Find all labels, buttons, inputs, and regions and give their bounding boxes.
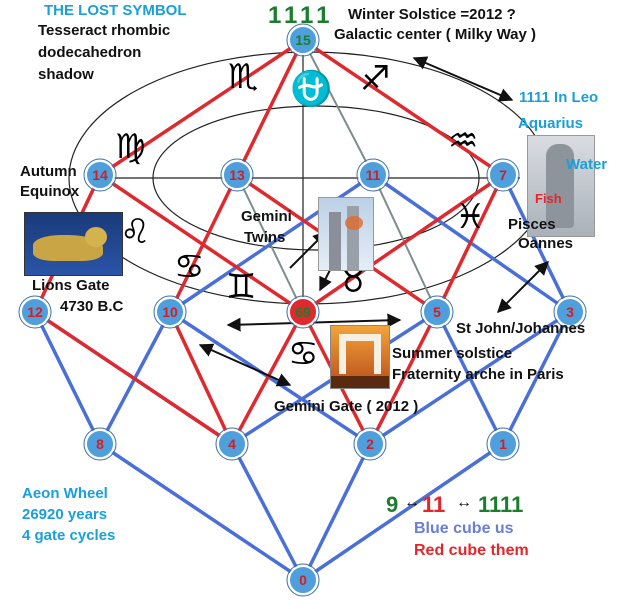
node-3: 3: [553, 295, 587, 329]
node-12: 12: [18, 295, 52, 329]
red-cube-legend: Red cube them: [414, 542, 529, 559]
node-8: 8: [83, 427, 117, 461]
fish-label: Fish: [535, 191, 562, 206]
gemini-label: Gemini: [241, 208, 292, 225]
subtitle-line-2: dodecahedron: [38, 44, 142, 61]
ophiuchus-icon: ⛎: [290, 69, 332, 109]
node-5: 5: [420, 295, 454, 329]
blue-cube-legend: Blue cube us: [414, 520, 514, 537]
virgo-icon: ♍: [115, 127, 145, 167]
fraternity-arche-label: Fraternity arche in Paris: [392, 366, 564, 383]
sequence-1111: 1111: [478, 492, 524, 517]
node-13: 13: [220, 158, 254, 192]
arche-image: [330, 325, 390, 389]
node-1: 1: [486, 427, 520, 461]
node-label: 11: [366, 167, 381, 183]
node-label: 5: [433, 304, 441, 320]
gemini-gate-label: Gemini Gate ( 2012 ): [274, 398, 419, 415]
node-label: 69: [295, 304, 311, 320]
node-69: 69: [286, 295, 320, 329]
subtitle-line-3: shadow: [38, 66, 94, 83]
node-label: 0: [299, 572, 307, 588]
node-2: 2: [353, 427, 387, 461]
sequence-9: 9: [386, 492, 399, 517]
twins-label: Twins: [244, 229, 286, 246]
sagittarius-icon: ♐: [360, 59, 390, 99]
node-label: 8: [96, 436, 104, 452]
smoke-icon: [345, 216, 363, 230]
autumn-label: Autumn: [20, 163, 77, 180]
leo-icon: ♌: [120, 212, 150, 252]
node-10: 10: [153, 295, 187, 329]
zodiac-glyphs: ♏ ⛎ ♐ ♍ ♒ ♌ ♓ ♋ ♊ ♉ ♋: [115, 57, 485, 374]
years-label: 26920 years: [22, 506, 108, 523]
node-4: 4: [215, 427, 249, 461]
equinox-label: Equinox: [20, 183, 80, 200]
node-label: 2: [366, 436, 374, 452]
node-label: 4: [228, 436, 236, 452]
node-label: 12: [27, 304, 43, 320]
winter-solstice-label: Winter Solstice =2012 ?: [348, 6, 516, 23]
water-label: Water: [566, 156, 608, 173]
node-label: 10: [162, 304, 178, 320]
pisces-label: Pisces: [508, 216, 556, 233]
node-0: 0: [286, 563, 320, 597]
node-label: 13: [229, 167, 245, 183]
cancer-icon: ♋: [174, 247, 204, 287]
seq-arrow-2-icon: ↔: [456, 494, 472, 511]
leo-label: 1111 In Leo: [519, 89, 599, 106]
node-label: 14: [92, 167, 108, 183]
aquarius-label: Aquarius: [518, 115, 584, 132]
cancer-small-icon: ♋: [288, 334, 318, 374]
aeon-wheel-label: Aeon Wheel: [22, 485, 108, 502]
lion-relief-image: [24, 212, 123, 276]
figure-icon: [546, 144, 574, 228]
oannes-image: [527, 135, 595, 237]
node-label: 7: [499, 167, 507, 183]
sequence-11: 11: [422, 492, 446, 517]
gate-cycles-label: 4 gate cycles: [22, 527, 116, 544]
seq-arrow-1-icon: ↔: [404, 494, 420, 511]
node-label: 15: [295, 32, 311, 48]
towers-image: [318, 197, 374, 271]
node-label: 1: [499, 436, 507, 452]
node-14: 14: [83, 158, 117, 192]
node-15: 15: [286, 23, 320, 57]
tower-left-icon: [329, 212, 341, 270]
node-11: 11: [356, 158, 390, 192]
aquarius-icon: ♒: [448, 121, 478, 161]
top-count: 1111: [268, 2, 334, 29]
lions-date-label: 4730 B.C: [60, 298, 124, 315]
lions-gate-label: Lions Gate: [32, 277, 110, 294]
subtitle-line-1: Tesseract rhombic: [38, 22, 171, 39]
ground-icon: [331, 376, 389, 388]
scorpio-icon: ♏: [228, 57, 258, 97]
galactic-center-label: Galactic center ( Milky Way ): [334, 26, 537, 43]
gemini-icon: ♊: [226, 267, 256, 307]
arch-icon: [339, 334, 381, 374]
lion-head-icon: [85, 227, 107, 247]
node-7: 7: [486, 158, 520, 192]
st-john-label: St John/Johannes: [456, 320, 586, 337]
oannes-label: Oannes: [518, 235, 574, 252]
summer-solstice-label: Summer solstice: [392, 345, 513, 362]
node-label: 3: [566, 304, 574, 320]
diagram-title: THE LOST SYMBOL: [44, 2, 187, 19]
pisces-icon: ♓: [455, 197, 485, 237]
